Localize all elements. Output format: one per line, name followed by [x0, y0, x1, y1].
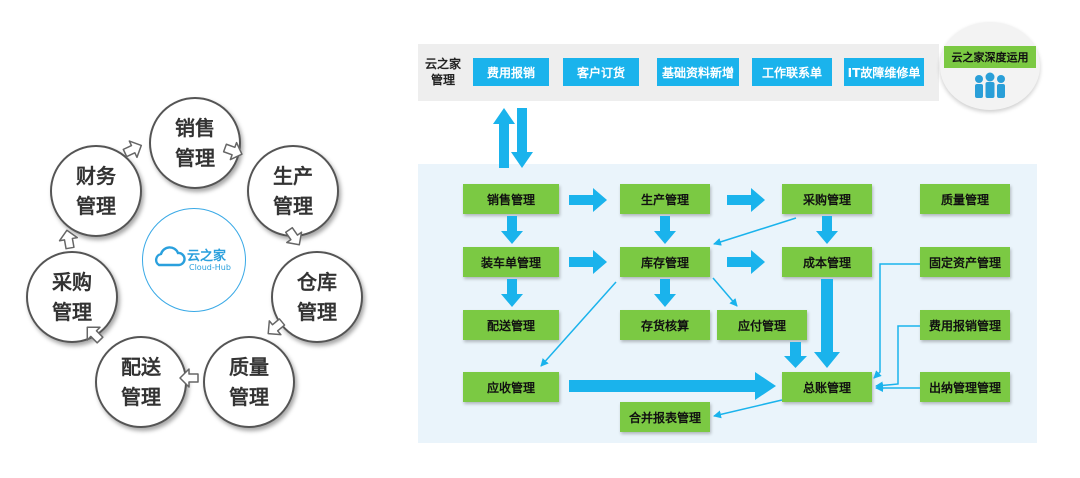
node-line2: 管理 — [76, 194, 116, 218]
cycle-arrow-1 — [222, 141, 243, 161]
node-line2: 管理 — [121, 385, 161, 409]
flow-cashier: 出纳管理管理 — [920, 372, 1010, 402]
arrow-receivables-ledger — [569, 372, 776, 400]
cycle-arrow-4 — [179, 368, 199, 388]
node-line1: 质量 — [229, 355, 269, 379]
arrow-loading-inventory — [569, 250, 607, 274]
expense-reimburse-button[interactable]: 费用报销 — [473, 58, 549, 86]
node-line2: 管理 — [273, 194, 313, 218]
arrow-ledger-consolidated — [713, 399, 783, 419]
flow-loading: 装车单管理 — [463, 247, 559, 277]
arrow-expense-ledger — [875, 325, 920, 390]
arrow-purchase-cost — [816, 216, 838, 244]
cycle-arrow-2 — [284, 226, 303, 246]
cycle-node-warehouse: 仓库 管理 — [271, 251, 363, 343]
flow-fixed-assets: 固定资产管理 — [920, 247, 1010, 277]
flow-payables: 应付管理 — [717, 310, 807, 340]
arrow-fixed-assets-ledger — [873, 263, 920, 379]
node-line2: 管理 — [175, 146, 215, 170]
node-line1: 采购 — [52, 270, 92, 294]
center-brand: 云之家 — [187, 249, 227, 264]
flow-stock-accounting: 存货核算 — [620, 310, 710, 340]
node-line2: 管理 — [52, 300, 92, 324]
node-line2: 管理 — [297, 300, 337, 324]
arrow-inventory-payables — [712, 277, 738, 307]
center-logo: 云之家 Cloud-Hub — [142, 208, 246, 312]
cycle-arrow-5 — [86, 326, 104, 344]
arrow-purchase-inventory — [713, 217, 797, 246]
arrow-payables-ledger — [784, 342, 807, 368]
center-brand-sub: Cloud-Hub — [189, 263, 231, 272]
cycle-arrow-3 — [267, 318, 286, 336]
it-repair-button[interactable]: IT故障维修单 — [844, 58, 924, 86]
arrow-inventory-stock — [654, 279, 676, 307]
flow-expense: 费用报销管理 — [920, 310, 1010, 340]
flow-production: 生产管理 — [620, 184, 710, 214]
node-line1: 生产 — [273, 164, 313, 188]
flow-receivables: 应收管理 — [463, 372, 559, 402]
flow-cost: 成本管理 — [782, 247, 872, 277]
flow-quality: 质量管理 — [920, 184, 1010, 214]
master-data-button[interactable]: 基础资料新增 — [657, 58, 739, 86]
flow-consolidated: 合并报表管理 — [620, 402, 710, 432]
node-line1: 财务 — [76, 164, 116, 188]
node-line1: 仓库 — [297, 270, 337, 294]
arrow-cost-ledger — [814, 279, 840, 368]
flow-ledger: 总账管理 — [782, 372, 872, 402]
arrow-sales-production — [569, 188, 607, 212]
flow-sales: 销售管理 — [463, 184, 559, 214]
cycle-arrow-7 — [122, 140, 143, 159]
flow-purchase: 采购管理 — [782, 184, 872, 214]
arrow-up — [493, 108, 515, 168]
cycle-node-purchase: 采购 管理 — [26, 251, 118, 343]
cycle-node-sales: 销售 管理 — [149, 97, 241, 189]
cycle-arrow-6 — [58, 229, 79, 250]
work-contact-button[interactable]: 工作联系单 — [752, 58, 832, 86]
arrow-production-inventory — [654, 216, 676, 244]
cycle-node-quality: 质量 管理 — [203, 336, 295, 428]
arrow-inventory-receivables — [540, 281, 617, 367]
top-bar-title: 云之家管理 — [424, 57, 461, 87]
node-line1: 销售 — [175, 116, 215, 140]
arrow-down — [511, 108, 533, 168]
promo-label: 云之家深度运用 — [944, 46, 1036, 68]
node-line1: 配送 — [121, 355, 161, 379]
flow-delivery: 配送管理 — [463, 310, 559, 340]
node-line2: 管理 — [229, 385, 269, 409]
cycle-node-finance: 财务 管理 — [50, 145, 142, 237]
arrow-production-purchase — [727, 188, 765, 212]
arrow-sales-loading — [501, 216, 523, 244]
cloud-icon — [154, 246, 186, 267]
cycle-node-production: 生产 管理 — [247, 145, 339, 237]
customer-order-button[interactable]: 客户订货 — [563, 58, 639, 86]
arrow-loading-delivery — [501, 279, 523, 307]
flow-inventory: 库存管理 — [620, 247, 710, 277]
arrow-inventory-cost — [727, 250, 765, 274]
